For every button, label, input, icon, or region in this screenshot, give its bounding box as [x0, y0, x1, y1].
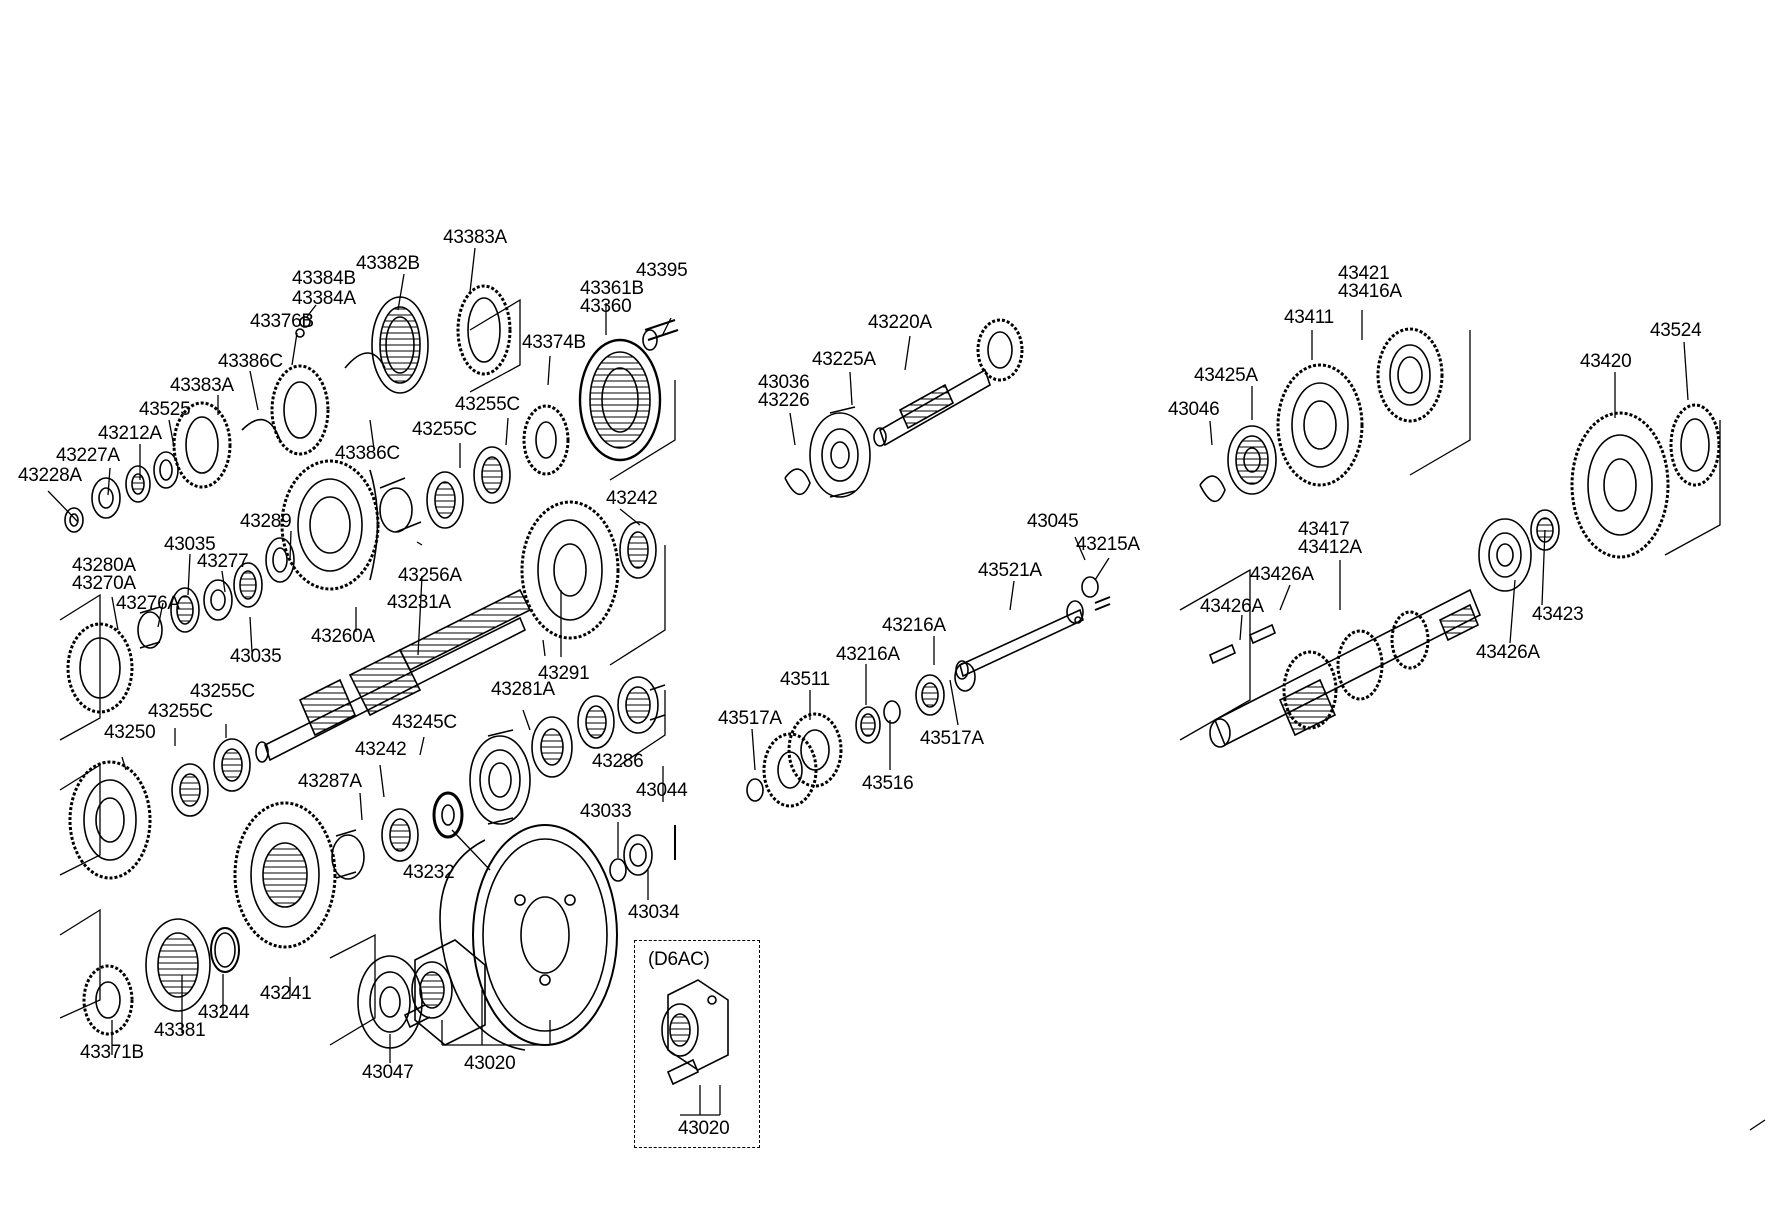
part-label-43374B: 43374B — [522, 332, 586, 353]
part-label-43047: 43047 — [362, 1062, 414, 1083]
part-label-43255C-lower2: 43255C — [148, 701, 213, 722]
part-label-43220A: 43220A — [868, 312, 932, 333]
part-label-43215A: 43215A — [1076, 534, 1140, 555]
part-label-43376B: 43376B — [250, 311, 314, 332]
part-label-43033: 43033 — [580, 801, 632, 822]
part-label-43517A-right: 43517A — [920, 728, 984, 749]
part-label-43421: 43421 — [1338, 263, 1390, 284]
part-label-43256A: 43256A — [398, 565, 462, 586]
part-label-43289: 43289 — [240, 511, 292, 532]
part-label-43521A: 43521A — [978, 560, 1042, 581]
part-label-43216A-1: 43216A — [882, 615, 946, 636]
part-label-43511: 43511 — [780, 669, 830, 690]
part-label-43020-main: 43020 — [464, 1053, 516, 1074]
part-label-43277: 43277 — [197, 551, 249, 572]
part-label-43395: 43395 — [636, 260, 688, 281]
part-label-43255C-upper2: 43255C — [412, 419, 477, 440]
part-label-43384A: 43384A — [292, 288, 356, 309]
part-label-43426A-1: 43426A — [1250, 564, 1314, 585]
part-label-43281A: 43281A — [491, 679, 555, 700]
part-label-43250: 43250 — [104, 722, 156, 743]
part-label-43426A-3: 43426A — [1476, 642, 1540, 663]
part-label-43517A-left: 43517A — [718, 708, 782, 729]
part-label-43382B: 43382B — [356, 253, 420, 274]
part-label-43255C-lower1: 43255C — [190, 681, 255, 702]
part-label-43231A: 43231A — [387, 592, 451, 613]
part-label-43036: 43036 — [758, 372, 810, 393]
part-label-43270A: 43270A — [72, 573, 136, 594]
part-label-43245C: 43245C — [392, 712, 457, 733]
main-shaft-group — [64, 284, 679, 1051]
part-label-43035-bottom: 43035 — [230, 646, 282, 667]
part-label-43286: 43286 — [592, 751, 644, 772]
part-label-43260A: 43260A — [311, 626, 375, 647]
part-label-43226: 43226 — [758, 390, 810, 411]
part-label-43225A: 43225A — [812, 349, 876, 370]
part-label-43381: 43381 — [154, 1020, 206, 1041]
part-label-43371B: 43371B — [80, 1042, 144, 1063]
part-label-43212A: 43212A — [98, 423, 162, 444]
input-shaft-group — [746, 318, 1111, 808]
counter-shaft-group — [1199, 327, 1721, 748]
part-label-43034: 43034 — [628, 902, 680, 923]
part-label-43232: 43232 — [403, 862, 455, 883]
part-label-43255C-upper1: 43255C — [455, 394, 520, 415]
part-label-43416A: 43416A — [1338, 281, 1402, 302]
part-label-43423: 43423 — [1532, 604, 1584, 625]
part-label-43411: 43411 — [1284, 307, 1334, 328]
leader-lines — [47, 247, 1689, 1116]
part-label-43280A: 43280A — [72, 555, 136, 576]
part-label-43420: 43420 — [1580, 351, 1632, 372]
part-label-43383A: 43383A — [443, 227, 507, 248]
part-label-43360: 43360 — [580, 296, 632, 317]
part-label-43044: 43044 — [636, 780, 688, 801]
part-label-43386C-left: 43386C — [218, 351, 283, 372]
part-label-43287A: 43287A — [298, 771, 362, 792]
part-label-43242-upper: 43242 — [606, 488, 658, 509]
part-label-43383A-left: 43383A — [170, 375, 234, 396]
part-label-43417: 43417 — [1298, 519, 1350, 540]
part-label-43035-top: 43035 — [164, 534, 216, 555]
part-label-43020-variant: 43020 — [678, 1118, 730, 1139]
part-label-43241: 43241 — [260, 983, 312, 1004]
part-label-43227A: 43227A — [56, 445, 120, 466]
part-label-43425A: 43425A — [1194, 365, 1258, 386]
variant-label: (D6AC) — [648, 949, 710, 970]
part-label-43386C-right: 43386C — [335, 443, 400, 464]
part-label-43244: 43244 — [198, 1002, 250, 1023]
variant-frame — [634, 940, 760, 1148]
part-label-43046: 43046 — [1168, 399, 1220, 420]
part-label-43276A: 43276A — [116, 593, 180, 614]
variant-flange — [661, 979, 729, 1086]
part-label-43384B: 43384B — [292, 268, 356, 289]
part-label-43361B: 43361B — [580, 278, 644, 299]
part-label-43228A: 43228A — [18, 465, 82, 486]
part-label-43426A-2: 43426A — [1200, 596, 1264, 617]
part-label-43516: 43516 — [862, 773, 914, 794]
part-label-43045: 43045 — [1027, 511, 1079, 532]
part-label-43412A: 43412A — [1298, 537, 1362, 558]
part-label-43291: 43291 — [538, 663, 590, 684]
part-label-43524: 43524 — [1650, 320, 1702, 341]
part-label-43525: 43525 — [139, 399, 191, 420]
part-label-43216A-2: 43216A — [836, 644, 900, 665]
part-label-43242-lower: 43242 — [355, 739, 407, 760]
